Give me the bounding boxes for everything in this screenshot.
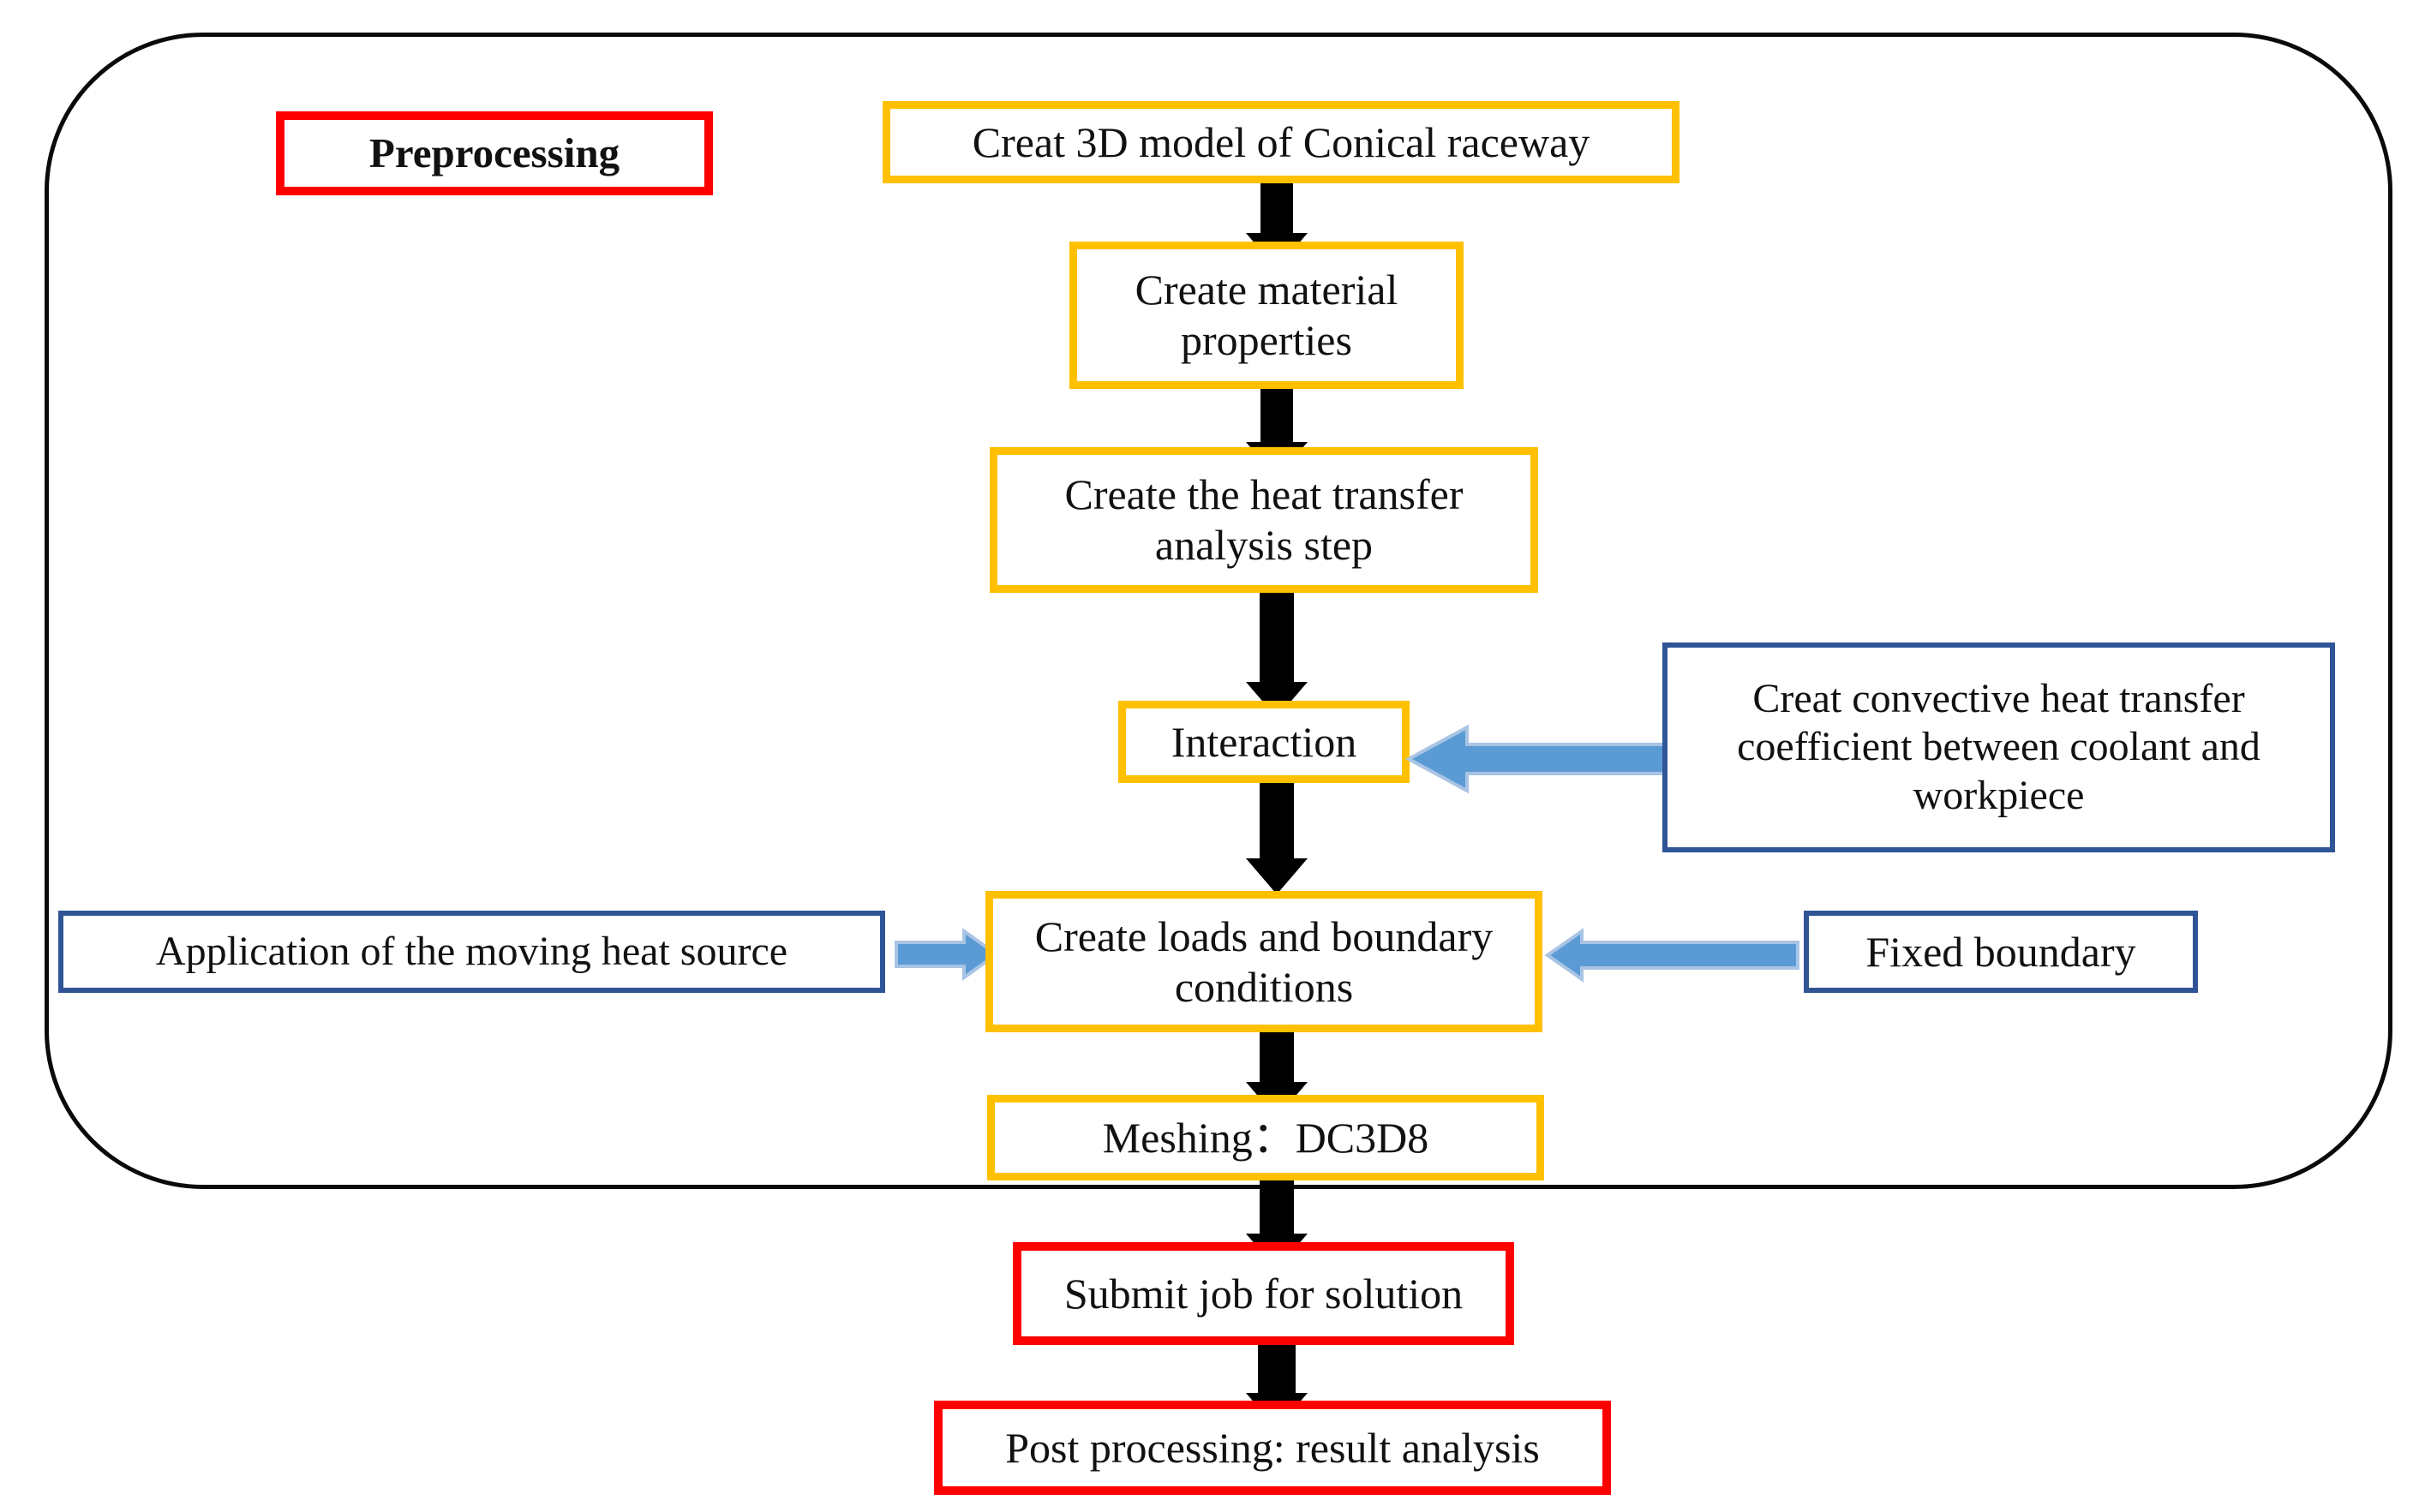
arrow-shaft	[1260, 1032, 1294, 1084]
blue-arrow-heatsource-to-loads	[893, 928, 1000, 981]
node-create-heat-transfer-step-text: Create the heat transfer analysis step	[1064, 470, 1464, 569]
arrow-shaft	[1260, 1180, 1294, 1235]
node-fixed-boundary-text: Fixed boundary	[1865, 927, 2136, 976]
node-meshing[interactable]: Meshing：DC3D8	[987, 1095, 1544, 1180]
arrow-shaft	[1260, 783, 1294, 858]
arrow-step-to-interaction	[1225, 593, 1328, 718]
arrow-head	[1246, 858, 1308, 894]
node-convective-heat-transfer-coefficient[interactable]: Creat convective heat transfer coefficie…	[1662, 642, 2335, 852]
node-interaction-text: Interaction	[1171, 717, 1357, 766]
blue-arrow-left-icon	[1544, 928, 1799, 983]
node-create-3d-model-text: Creat 3D model of Conical raceway	[972, 117, 1590, 166]
node-moving-heat-source[interactable]: Application of the moving heat source	[58, 911, 885, 993]
node-meshing-text: Meshing：DC3D8	[1102, 1113, 1429, 1162]
node-create-loads-boundary-conditions-text: Create loads and boundary conditions	[1034, 911, 1494, 1011]
node-post-processing-text: Post processing: result analysis	[1005, 1423, 1540, 1472]
node-submit-job[interactable]: Submit job for solution	[1013, 1242, 1514, 1345]
node-fixed-boundary[interactable]: Fixed boundary	[1804, 911, 2198, 993]
node-create-loads-boundary-conditions[interactable]: Create loads and boundary conditions	[985, 891, 1542, 1032]
node-submit-job-text: Submit job for solution	[1063, 1269, 1464, 1318]
node-create-3d-model[interactable]: Creat 3D model of Conical raceway	[883, 101, 1680, 183]
node-moving-heat-source-text: Application of the moving heat source	[155, 928, 788, 974]
arrow-shaft	[1260, 389, 1293, 444]
blue-arrow-convective-to-interaction	[1405, 722, 1671, 796]
blue-arrow-right-icon	[895, 928, 1000, 981]
node-create-material-properties[interactable]: Create material properties	[1069, 242, 1464, 389]
node-convective-heat-transfer-coefficient-text: Creat convective heat transfer coefficie…	[1737, 675, 2260, 818]
arrow-shaft	[1258, 1345, 1296, 1395]
preprocessing-label-text: Preprocessing	[368, 129, 620, 177]
preprocessing-label: Preprocessing	[276, 111, 713, 195]
preprocessing-group-container	[45, 33, 2392, 1189]
node-create-material-properties-text: Create material properties	[1135, 266, 1398, 364]
node-interaction[interactable]: Interaction	[1118, 701, 1410, 783]
arrow-interaction-to-loads	[1225, 783, 1328, 894]
node-post-processing[interactable]: Post processing: result analysis	[934, 1401, 1611, 1495]
blue-arrow-left-icon	[1405, 724, 1669, 794]
blue-arrow-fixedboundary-to-loads	[1544, 928, 1801, 983]
node-create-heat-transfer-step[interactable]: Create the heat transfer analysis step	[990, 447, 1538, 593]
arrow-shaft	[1260, 183, 1293, 236]
arrow-shaft	[1260, 593, 1294, 682]
